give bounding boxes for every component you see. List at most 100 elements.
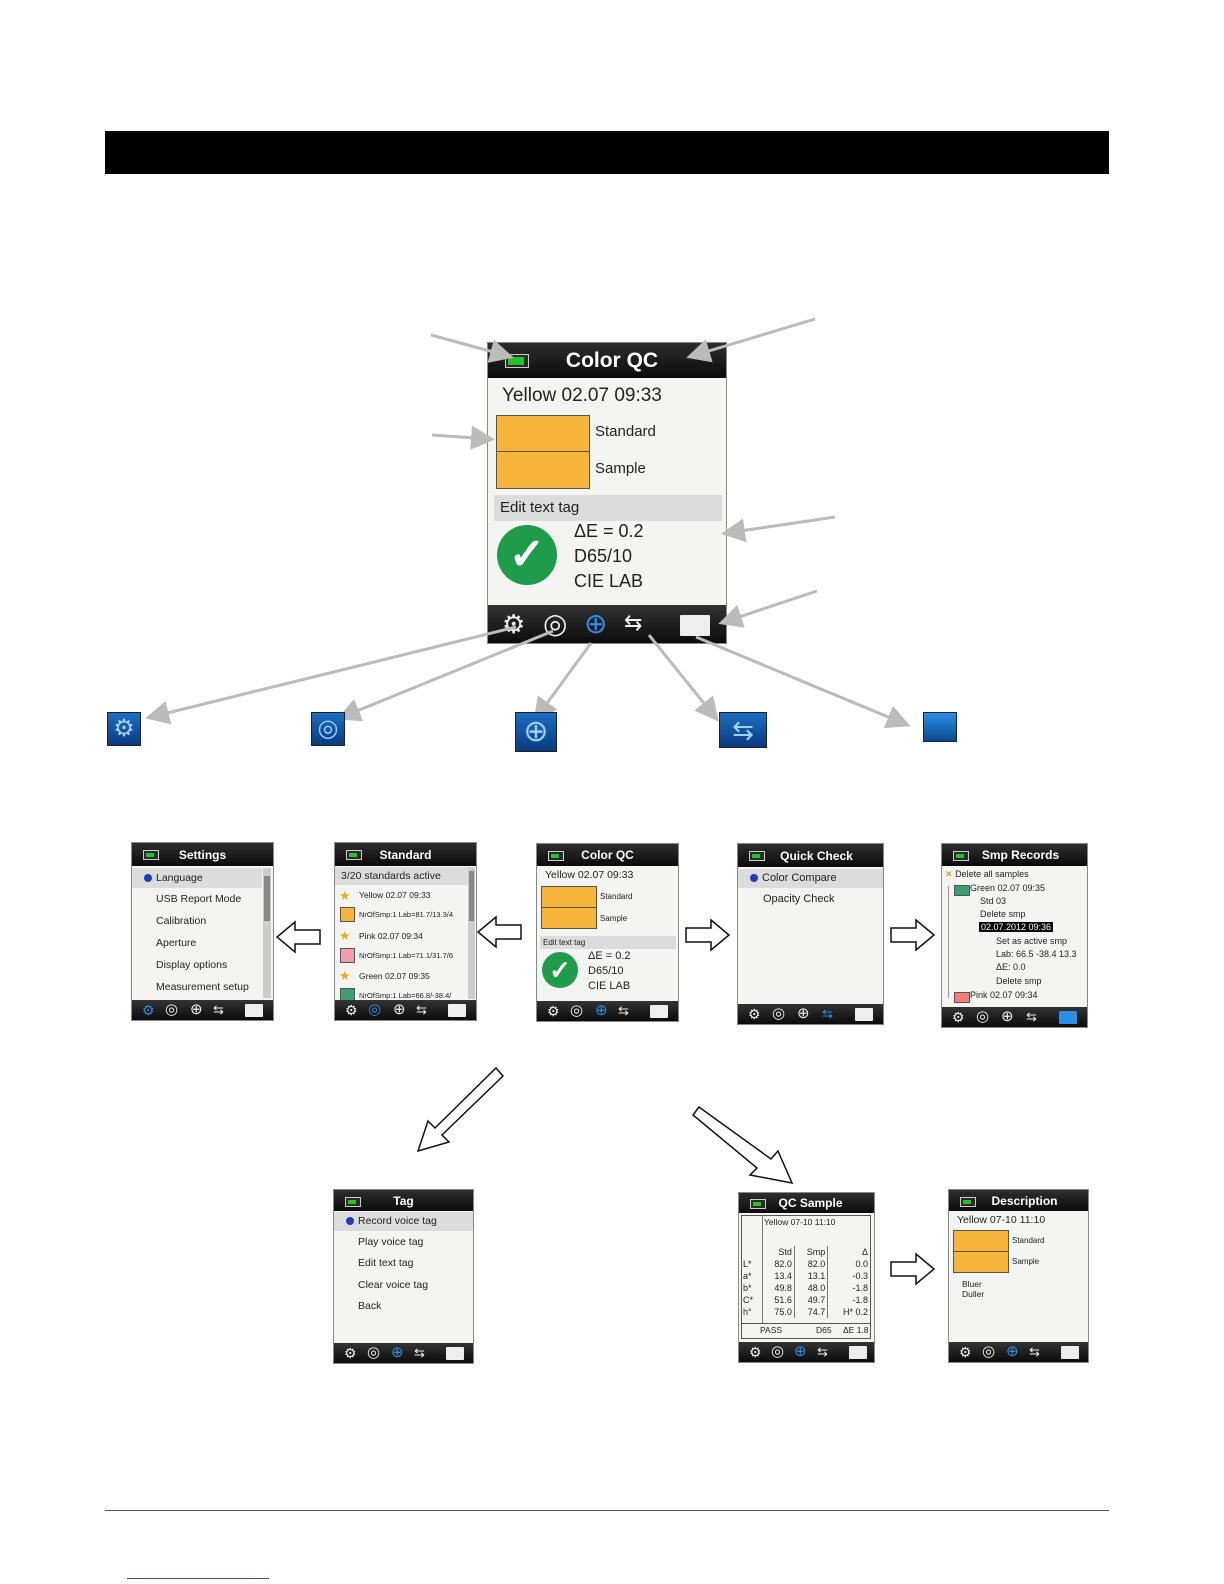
standard-item-name[interactable]: Green 02.07 09:35 [359,971,430,981]
standards-status: 3/20 standards active [335,867,468,885]
gear-icon[interactable]: ⚙ [952,1009,965,1025]
swap-arrows-icon[interactable]: ⇆ [618,1003,629,1018]
swap-arrows-icon: ⇆ [719,712,767,748]
menu-item-record-voice-tag[interactable]: Record voice tag [334,1212,473,1231]
folder-icon[interactable] [680,615,710,636]
folder-icon[interactable] [849,1346,867,1359]
swap-arrows-icon[interactable]: ⇆ [624,610,643,635]
std-value: 13.4 [762,1270,795,1282]
crosshair-icon[interactable]: ⊕ [1006,1343,1019,1360]
swap-arrows-icon[interactable]: ⇆ [822,1006,833,1021]
battery-icon [143,850,159,860]
crosshair-icon[interactable]: ⊕ [190,1001,203,1018]
target-icon[interactable]: ◎ [368,1001,382,1018]
edit-text-tag[interactable]: Edit text tag [540,936,676,949]
menu-item-language[interactable]: Language [132,868,262,888]
standard-item-detail: NrOfSmp:1 Lab=66.8/-38.4/ [359,991,452,1000]
tree-line [948,886,949,998]
menu-item-calibration[interactable]: Calibration [156,915,207,927]
title-bar: Settings [132,843,273,866]
title-bar: QC Sample [739,1193,874,1213]
folder-icon[interactable] [1059,1011,1077,1024]
target-icon[interactable]: ◎ [367,1344,381,1361]
swap-arrows-icon[interactable]: ⇆ [1026,1009,1037,1024]
crosshair-icon[interactable]: ⊕ [794,1343,807,1360]
folder-icon[interactable] [448,1004,466,1017]
screen-title: Description [991,1193,1058,1208]
gear-icon[interactable]: ⚙ [749,1344,762,1360]
standard-swatch [496,415,590,453]
swap-arrows-icon[interactable]: ⇆ [213,1002,224,1017]
target-icon[interactable]: ◎ [570,1002,584,1019]
scrollbar[interactable] [263,868,271,998]
swap-arrows-icon[interactable]: ⇆ [416,1002,427,1017]
menu-item-edit-text-tag[interactable]: Edit text tag [358,1257,414,1269]
illuminant-value: D65/10 [588,965,624,977]
delta-value: -0.3 [827,1270,870,1282]
menu-item-usb-report-mode[interactable]: USB Report Mode [156,893,242,905]
edit-text-tag[interactable]: Edit text tag [494,495,722,521]
toolbar: ⚙ ◎ ⊕ ⇆ [537,1001,678,1021]
folder-icon[interactable] [1061,1346,1079,1359]
scrollbar[interactable] [468,867,475,999]
battery-icon [953,851,969,861]
smp-value: 49.7 [793,1294,828,1306]
menu-item-clear-voice-tag[interactable]: Clear voice tag [358,1279,429,1291]
crosshair-icon[interactable]: ⊕ [393,1001,406,1018]
delete-all-samples[interactable]: ✕ Delete all samples [945,869,1029,879]
crosshair-icon: ⊕ [515,712,557,752]
target-icon[interactable]: ◎ [165,1001,179,1018]
menu-item-play-voice-tag[interactable]: Play voice tag [358,1236,424,1248]
gear-icon[interactable]: ⚙ [959,1344,972,1360]
standard-item-name[interactable]: Yellow 02.07 09:33 [359,890,431,900]
target-icon[interactable]: ◎ [771,1343,785,1360]
target-icon[interactable]: ◎ [982,1343,996,1360]
record-group-green[interactable]: Green 02.07 09:35 [970,883,1046,893]
target-icon[interactable]: ◎ [976,1008,990,1025]
sample-name: Yellow 02.07 09:33 [502,385,662,406]
record-std[interactable]: Std 03 [980,896,1007,906]
battery-icon [346,850,362,860]
folder-icon[interactable] [245,1004,263,1017]
title-bar: Smp Records [942,844,1087,866]
menu-item-aperture[interactable]: Aperture [156,937,197,949]
toolbar: ⚙ ◎ ⊕ ⇆ [132,1000,273,1020]
sample-swatch [496,451,590,489]
swap-arrows-icon[interactable]: ⇆ [1029,1344,1040,1359]
swap-arrows-icon[interactable]: ⇆ [414,1345,425,1360]
menu-item-opacity-check[interactable]: Opacity Check [763,893,835,905]
folder-icon[interactable] [650,1005,668,1018]
crosshair-icon[interactable]: ⊕ [391,1344,404,1361]
crosshair-icon[interactable]: ⊕ [797,1005,810,1022]
gear-icon[interactable]: ⚙ [547,1003,560,1019]
record-set-active[interactable]: Set as active smp [996,936,1068,946]
menu-item-color-compare[interactable]: Color Compare [738,869,883,888]
folder-icon[interactable] [855,1008,873,1021]
screen-title: Tag [393,1193,414,1208]
delta-value: H* 0.2 [827,1306,870,1318]
std-value: 82.0 [762,1258,795,1270]
menu-item-display-options[interactable]: Display options [156,959,228,971]
folder-icon[interactable] [446,1347,464,1360]
target-icon[interactable]: ◎ [772,1005,786,1022]
menu-item-measurement-setup[interactable]: Measurement setup [156,981,249,993]
crosshair-icon[interactable]: ⊕ [584,608,608,639]
record-group-pink[interactable]: Pink 02.07 09:34 [970,990,1038,1000]
battery-icon [960,1197,976,1207]
footer-link-underline[interactable] [127,1578,269,1579]
record-delete-smp-2[interactable]: Delete smp [996,976,1042,986]
standard-item-name[interactable]: Pink 02.07 09:34 [359,931,423,941]
swap-arrows-icon[interactable]: ⇆ [817,1344,828,1359]
record-delete-smp[interactable]: Delete smp [980,909,1026,919]
record-timestamp[interactable]: 02.07.2012 09:36 [979,922,1054,932]
gear-icon[interactable]: ⚙ [748,1006,761,1022]
toolbar: ⚙ ◎ ⊕ ⇆ [335,1000,476,1020]
crosshair-icon[interactable]: ⊕ [595,1002,608,1019]
crosshair-icon[interactable]: ⊕ [1001,1008,1014,1025]
gear-icon[interactable]: ⚙ [142,1002,155,1018]
tag-screen: Tag Record voice tag Play voice tag Edit… [333,1189,474,1364]
gear-icon[interactable]: ⚙ [344,1345,357,1361]
col-header: Std [762,1246,795,1258]
menu-item-back[interactable]: Back [358,1300,382,1312]
gear-icon[interactable]: ⚙ [345,1002,358,1018]
